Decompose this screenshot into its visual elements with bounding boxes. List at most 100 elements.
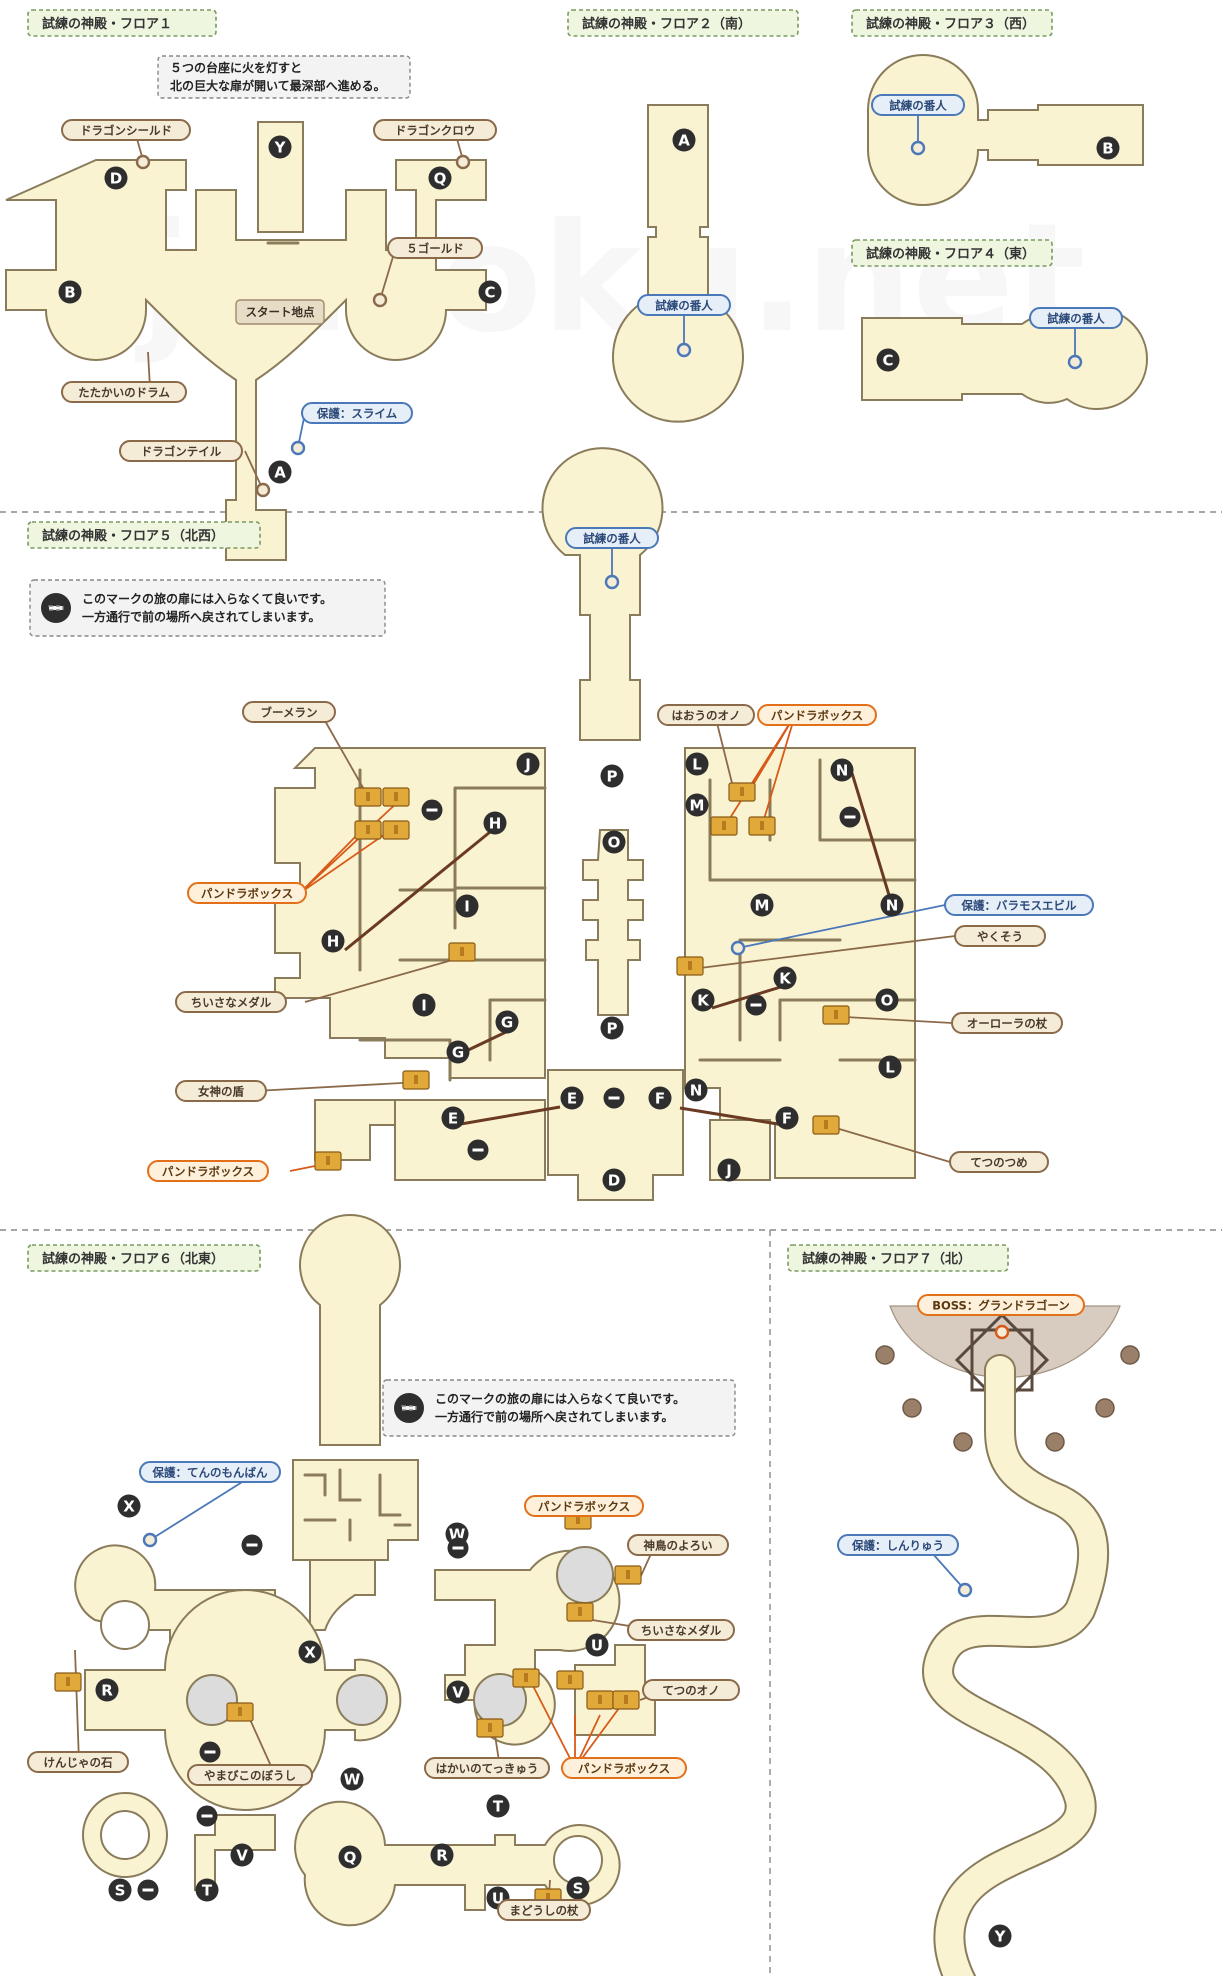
marker-v[interactable]: V (230, 1843, 254, 1867)
treasure-chest-icon[interactable] (448, 942, 476, 962)
marker-r[interactable]: R (95, 1678, 119, 1702)
treasure-chest-icon[interactable] (710, 816, 738, 836)
treasure-chest-icon[interactable] (728, 782, 756, 802)
marker-j[interactable]: J (516, 752, 540, 776)
marker-x[interactable]: X (117, 1494, 141, 1518)
oneway-marker[interactable] (447, 1537, 469, 1559)
treasure-chest-icon[interactable] (54, 1672, 82, 1692)
treasure-chest-icon[interactable] (354, 787, 382, 807)
treasure-chest-icon[interactable] (812, 1115, 840, 1135)
oneway-glyph (426, 808, 438, 812)
oneway-marker[interactable] (137, 1879, 159, 1901)
marker-p[interactable]: P (600, 764, 624, 788)
marker-h[interactable]: H (483, 811, 507, 835)
marker-m[interactable]: M (685, 793, 709, 817)
label-text: ちいさなメダル (641, 1624, 722, 1638)
marker-e[interactable]: E (560, 1086, 584, 1110)
marker-v[interactable]: V (446, 1680, 470, 1704)
marker-i[interactable]: I (455, 894, 479, 918)
marker-w[interactable]: W (340, 1767, 364, 1791)
marker-b[interactable]: B (1096, 136, 1120, 160)
treasure-chest-icon[interactable] (226, 1702, 254, 1722)
marker-j[interactable]: J (717, 1158, 741, 1182)
oneway-marker[interactable] (603, 1087, 625, 1109)
oneway-marker[interactable] (421, 799, 443, 821)
marker-letter: D (110, 170, 122, 188)
marker-b[interactable]: B (58, 280, 82, 304)
marker-c[interactable]: C (876, 348, 900, 372)
treasure-chest-icon[interactable] (556, 1670, 584, 1690)
label-king-axe: はおうのオノ (657, 704, 755, 726)
marker-letter: A (678, 132, 690, 150)
marker-n[interactable]: N (880, 893, 904, 917)
marker-n[interactable]: N (830, 758, 854, 782)
oneway-marker[interactable] (839, 806, 861, 828)
marker-g[interactable]: G (446, 1040, 470, 1064)
oneway-marker[interactable] (241, 1534, 263, 1556)
oneway-marker[interactable] (745, 994, 767, 1016)
label-text: はおうのオノ (672, 709, 741, 723)
marker-m[interactable]: M (750, 893, 774, 917)
treasure-chest-icon[interactable] (382, 820, 410, 840)
marker-letter: L (885, 1059, 895, 1077)
treasure-chest-icon[interactable] (512, 1668, 540, 1688)
marker-u[interactable]: U (585, 1633, 609, 1657)
treasure-chest-icon[interactable] (476, 1718, 504, 1738)
label-dragon-tail: ドラゴンテイル (119, 440, 243, 462)
marker-l[interactable]: L (878, 1055, 902, 1079)
treasure-chest-icon[interactable] (382, 787, 410, 807)
marker-letter: G (452, 1044, 464, 1062)
marker-letter: N (836, 762, 849, 780)
marker-s[interactable]: S (108, 1878, 132, 1902)
oneway-marker[interactable] (199, 1741, 221, 1763)
treasure-chest-icon[interactable] (402, 1070, 430, 1090)
treasure-chest-icon[interactable] (748, 816, 776, 836)
label-guardian: 試練の番人 (1029, 307, 1123, 329)
marker-p[interactable]: P (600, 1016, 624, 1040)
marker-h[interactable]: H (321, 929, 345, 953)
marker-x[interactable]: X (298, 1640, 322, 1664)
marker-l[interactable]: L (685, 752, 709, 776)
marker-i[interactable]: I (412, 993, 436, 1017)
treasure-chest-icon[interactable] (676, 956, 704, 976)
marker-d[interactable]: D (104, 166, 128, 190)
oneway-glyph (750, 1003, 762, 1007)
treasure-chest-icon[interactable] (822, 1005, 850, 1025)
marker-t[interactable]: T (195, 1878, 219, 1902)
marker-f[interactable]: F (775, 1106, 799, 1130)
treasure-chest-icon[interactable] (566, 1602, 594, 1622)
label-text: 保護：スライム (316, 407, 398, 421)
marker-f[interactable]: F (648, 1086, 672, 1110)
marker-letter: E (448, 1110, 458, 1128)
marker-e[interactable]: E (441, 1106, 465, 1130)
treasure-chest-icon[interactable] (612, 1690, 640, 1710)
label-text: ドラゴンシールド (80, 124, 172, 138)
oneway-marker[interactable] (196, 1805, 218, 1827)
marker-letter: M (690, 797, 705, 815)
marker-o[interactable]: O (602, 830, 626, 854)
marker-t[interactable]: T (486, 1794, 510, 1818)
marker-k[interactable]: K (691, 988, 715, 1012)
marker-o[interactable]: O (875, 988, 899, 1012)
marker-a[interactable]: A (672, 128, 696, 152)
marker-n[interactable]: N (684, 1078, 708, 1102)
treasure-chest-icon[interactable] (586, 1690, 614, 1710)
marker-y[interactable]: Y (988, 1924, 1012, 1948)
marker-c[interactable]: C (478, 280, 502, 304)
oneway-marker[interactable] (467, 1139, 489, 1161)
marker-y[interactable]: Y (268, 135, 292, 159)
marker-a[interactable]: A (268, 460, 292, 484)
marker-k[interactable]: K (773, 966, 797, 990)
floor-2-map (612, 104, 744, 423)
marker-q[interactable]: Q (338, 1845, 362, 1869)
treasure-chest-icon[interactable] (354, 820, 382, 840)
marker-r[interactable]: R (430, 1843, 454, 1867)
marker-s[interactable]: S (566, 1876, 590, 1900)
treasure-chest-icon[interactable] (314, 1151, 342, 1171)
marker-q[interactable]: Q (428, 166, 452, 190)
marker-d[interactable]: D (602, 1168, 626, 1192)
marker-letter: T (493, 1798, 504, 1816)
marker-letter: I (464, 898, 470, 916)
treasure-chest-icon[interactable] (614, 1565, 642, 1585)
marker-g[interactable]: G (495, 1010, 519, 1034)
